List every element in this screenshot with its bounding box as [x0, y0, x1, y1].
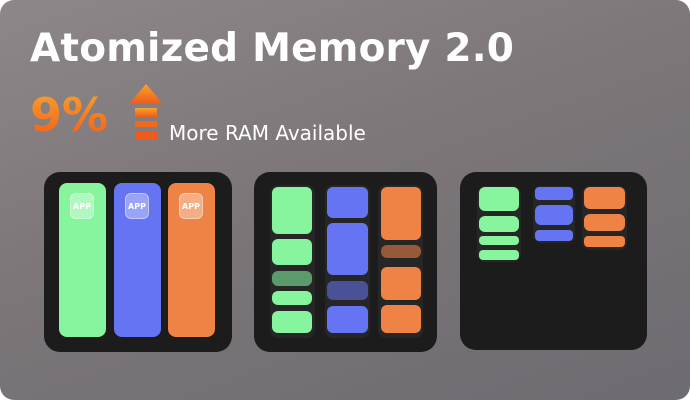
- memory-block: [272, 311, 312, 333]
- memory-block-freed: [272, 271, 312, 286]
- memory-block: [272, 291, 312, 305]
- memory-block: [479, 187, 519, 211]
- memory-block: [381, 187, 421, 240]
- memory-block: [327, 187, 368, 218]
- up-arrow-icon: [129, 84, 163, 140]
- panel-full-apps: APP APP APP: [44, 172, 232, 352]
- memory-block: [479, 250, 519, 260]
- memory-block: [535, 187, 573, 200]
- memory-block: [381, 305, 421, 333]
- app-icon: APP: [70, 193, 94, 219]
- memory-block-freed: [327, 281, 368, 300]
- memory-block: [535, 230, 573, 241]
- app-block-orange: APP: [168, 183, 215, 337]
- memory-block: [479, 236, 519, 245]
- memory-block: [584, 214, 625, 231]
- ram-label: More RAM Available: [169, 121, 366, 145]
- app-block-blue: APP: [114, 183, 161, 337]
- memory-block: [327, 306, 368, 333]
- memory-block: [327, 223, 368, 275]
- ram-percentage: 9%: [30, 88, 109, 142]
- memory-block: [584, 187, 625, 209]
- memory-block: [272, 187, 312, 234]
- panel-atomized: [254, 172, 437, 352]
- memory-block: [584, 236, 625, 247]
- memory-block: [272, 239, 312, 265]
- headline: Atomized Memory 2.0: [30, 26, 515, 71]
- memory-block-freed: [381, 245, 421, 258]
- memory-block: [479, 216, 519, 232]
- memory-block: [381, 267, 421, 300]
- panel-compacted: [460, 172, 647, 350]
- app-block-green: APP: [59, 183, 106, 337]
- app-icon: APP: [179, 193, 203, 219]
- memory-block: [535, 205, 573, 225]
- app-icon: APP: [125, 193, 149, 219]
